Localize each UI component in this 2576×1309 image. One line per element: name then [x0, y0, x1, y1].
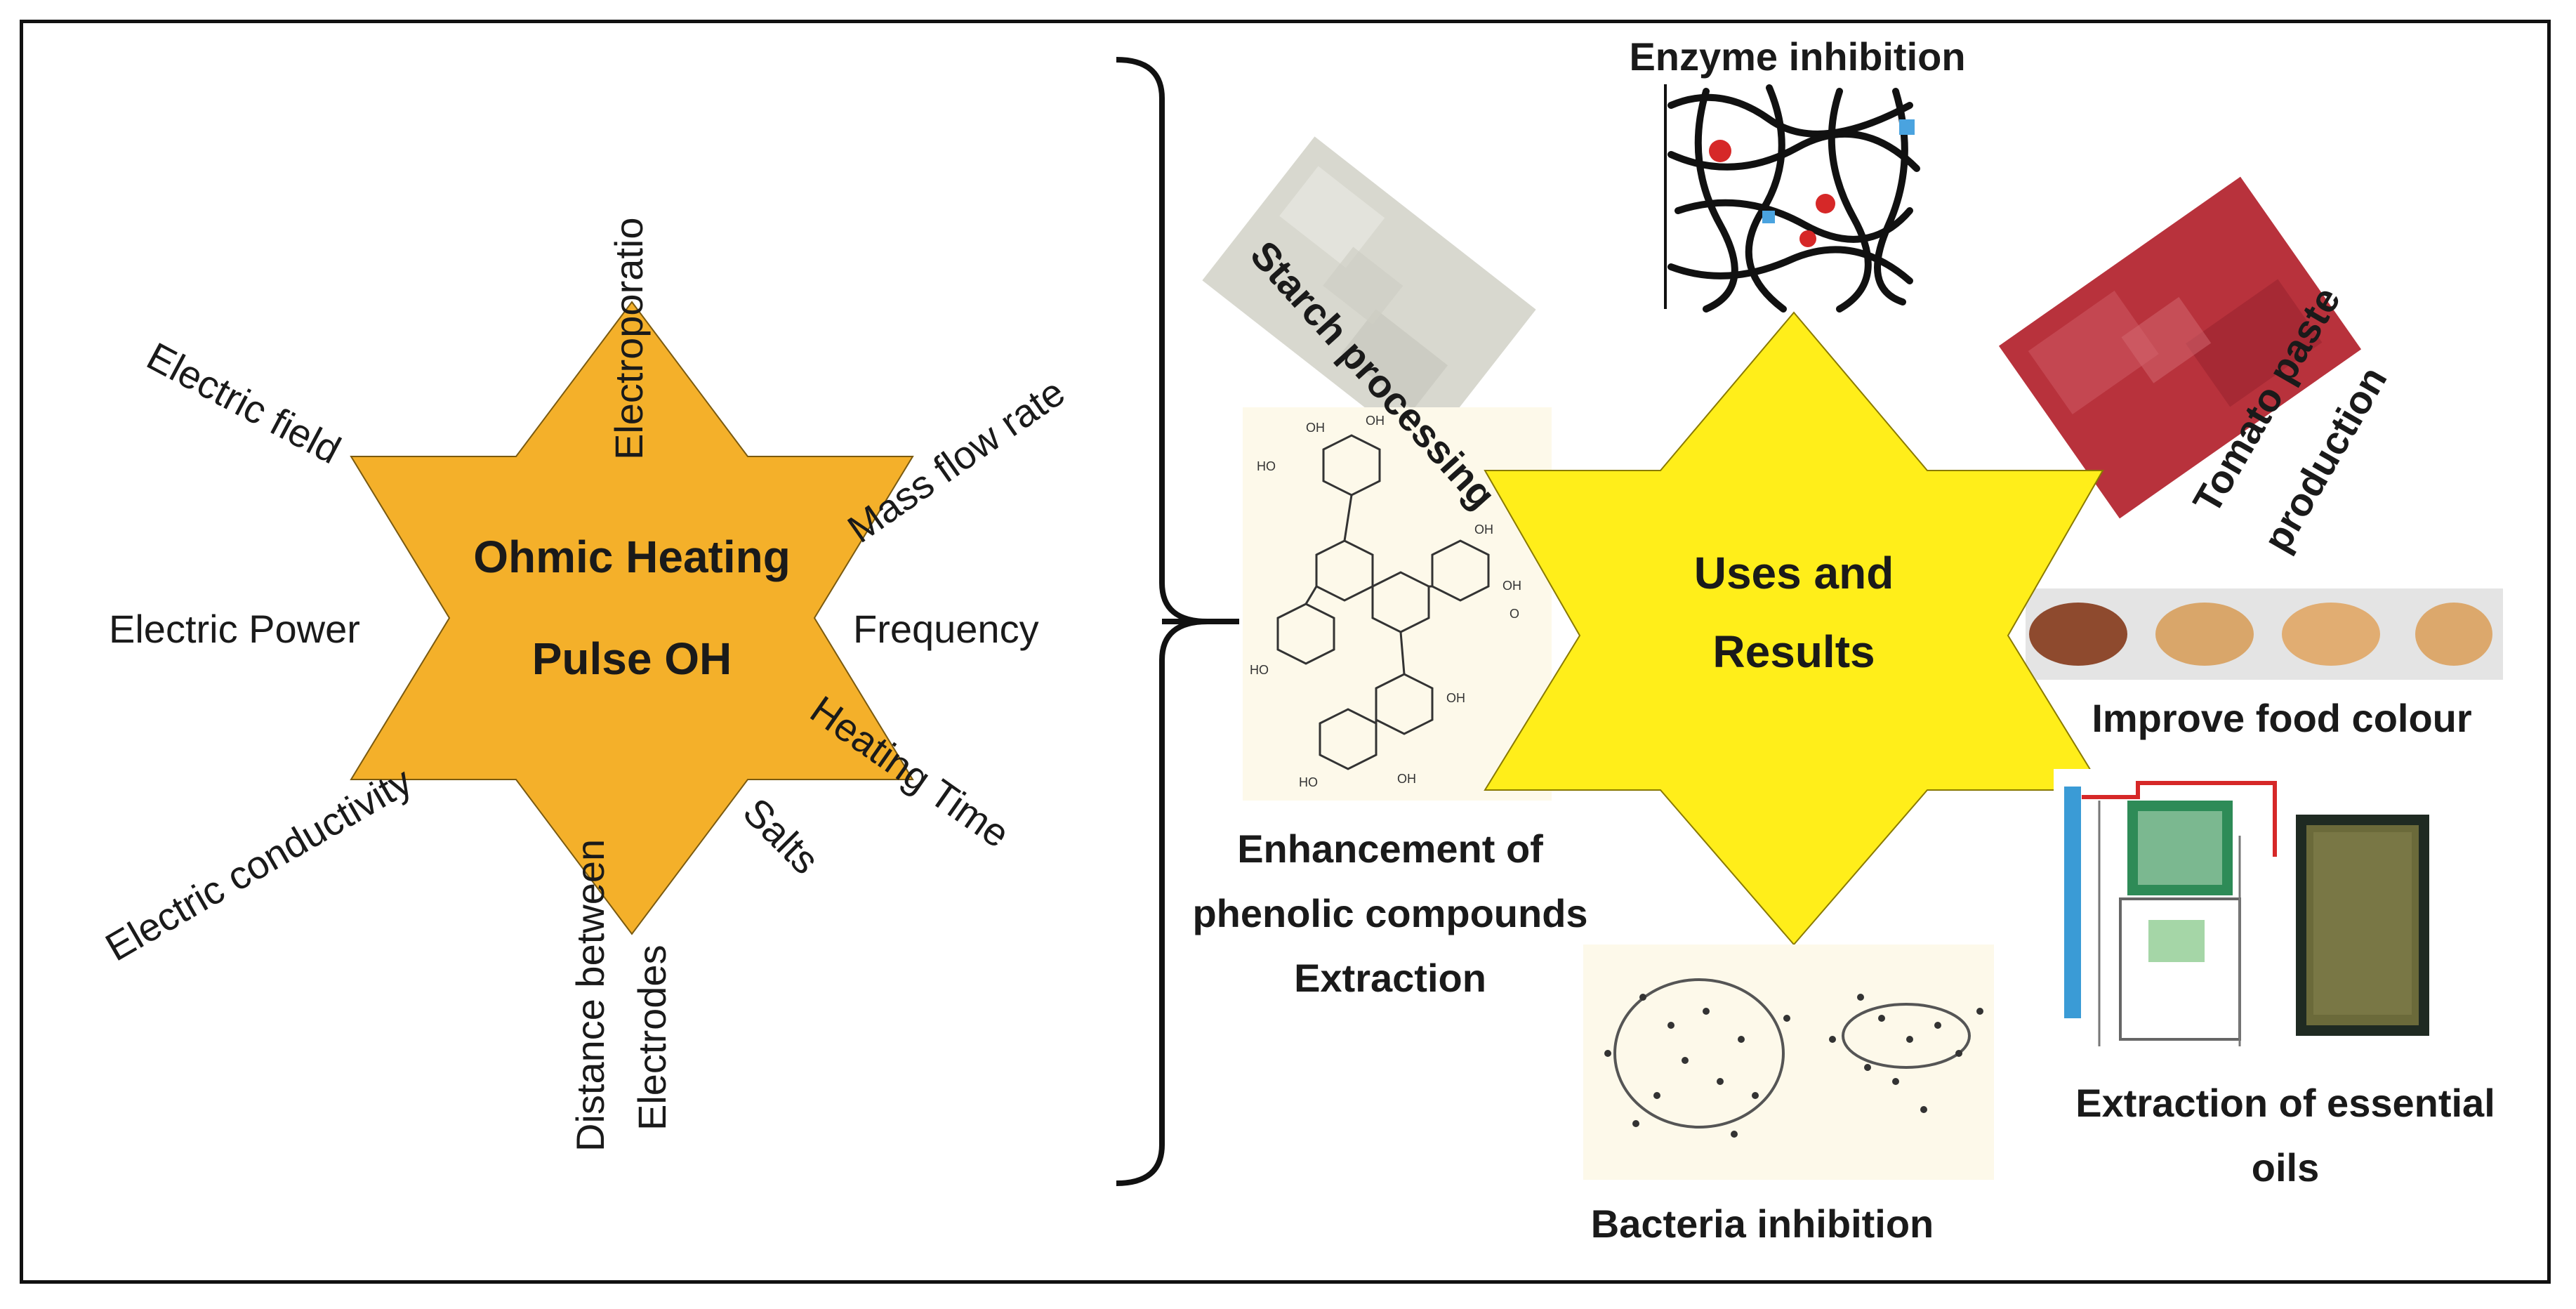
essential-oil-apparatus-image: [2054, 769, 2429, 1050]
svg-text:HO: HO: [1257, 459, 1276, 473]
param-salts: Salts: [735, 789, 828, 883]
left-star: [350, 301, 914, 935]
label-oils-line1: Extraction of essential: [2075, 1081, 2495, 1125]
svg-text:OH: OH: [1446, 691, 1465, 705]
svg-text:OH: OH: [1366, 414, 1385, 428]
colour-swatches-image: [2026, 588, 2503, 680]
swatch-3: [2282, 603, 2380, 666]
starch-image: [1202, 136, 1536, 454]
param-electroporation: Electroporatio: [607, 217, 651, 460]
svg-text:OH: OH: [1306, 421, 1325, 435]
swatch-1: [2029, 603, 2127, 666]
param-electric-power: Electric Power: [109, 607, 360, 651]
svg-text:HO: HO: [1299, 775, 1318, 789]
param-electrodes: Electrodes: [630, 945, 674, 1131]
tomato-paste-image: [1998, 176, 2362, 519]
svg-text:HO: HO: [1250, 663, 1269, 677]
enzyme-network-image: [1657, 81, 1924, 316]
label-enzyme-inhibition: Enzyme inhibition: [1629, 34, 1965, 79]
swatch-2: [2155, 603, 2254, 666]
label-bacteria-inhibition: Bacteria inhibition: [1591, 1202, 1934, 1246]
phenolic-structure-image: OH OH HO OH OH O HO OH HO OH: [1243, 407, 1552, 801]
label-phenolic-line1: Enhancement of: [1237, 827, 1543, 871]
param-distance-between: Distance between: [568, 839, 612, 1152]
bacteria-image: [1583, 945, 1994, 1180]
param-electric-conductivity: Electric conductivity: [98, 758, 419, 969]
left-star-subtitle: Pulse OH: [532, 633, 732, 684]
param-frequency: Frequency: [853, 607, 1039, 651]
svg-text:OH: OH: [1502, 579, 1521, 593]
right-star-title: Uses and: [1694, 548, 1894, 598]
label-phenolic-line2: phenolic compounds: [1192, 891, 1587, 935]
label-oils-line2: oils: [2252, 1145, 2319, 1190]
svg-text:O: O: [1510, 607, 1519, 621]
right-star-subtitle: Results: [1712, 626, 1875, 677]
label-improve-food-colour: Improve food colour: [2092, 696, 2471, 740]
left-star-title: Ohmic Heating: [473, 532, 791, 582]
svg-text:OH: OH: [1474, 522, 1493, 537]
label-phenolic-line3: Extraction: [1294, 956, 1486, 1000]
svg-text:OH: OH: [1397, 772, 1416, 786]
param-electric-field: Electric field: [140, 334, 348, 472]
swatch-4: [2415, 603, 2492, 666]
